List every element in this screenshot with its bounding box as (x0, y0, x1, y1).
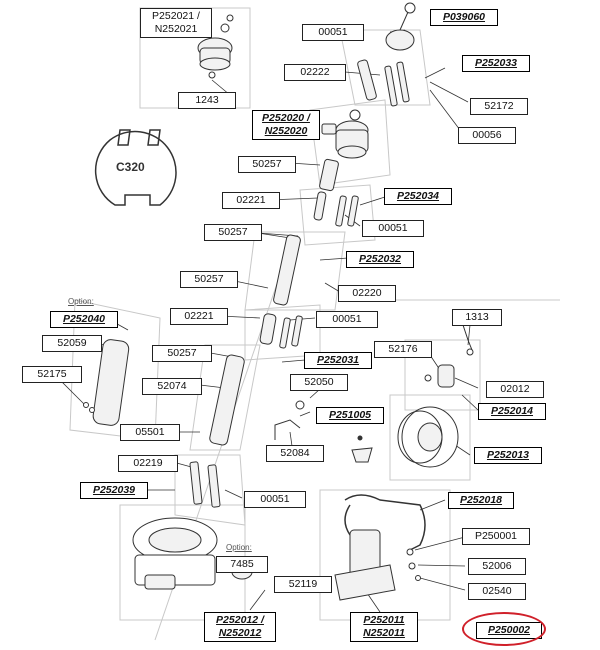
label-text: P252021 / (152, 10, 200, 22)
label-02220: 02220 (338, 285, 396, 302)
label-1243: 1243 (178, 92, 236, 109)
c320-label: C320 (116, 160, 145, 174)
label-p252033: P252033 (462, 55, 530, 72)
label-p252021: P252021 / N252021 (140, 8, 212, 38)
label-text: N252020 (264, 125, 308, 137)
frame-gearbox (309, 99, 391, 186)
label-00051-b: 00051 (362, 220, 424, 237)
label-p252014: P252014 (478, 403, 546, 420)
label-p252031: P252031 (304, 352, 372, 369)
label-p252032: P252032 (346, 251, 414, 268)
label-text: P252011 (363, 614, 405, 626)
part-50257-shaft-long (273, 234, 301, 306)
frame-base-right (319, 489, 451, 621)
label-52176: 52176 (374, 341, 432, 358)
part-drawings (83, 2, 474, 601)
label-52084: 52084 (266, 445, 324, 462)
label-1313: 1313 (452, 309, 502, 326)
label-p252034: P252034 (384, 188, 452, 205)
label-02219: 02219 (118, 455, 178, 472)
label-text: P252012 / (216, 614, 264, 626)
label-02012: 02012 (486, 381, 544, 398)
label-02221-a: 02221 (222, 192, 280, 209)
label-02222: 02222 (284, 64, 346, 81)
label-p251005: P251005 (316, 407, 384, 424)
option-label-bottom: Option: (226, 543, 252, 552)
label-text: N252012 (218, 627, 262, 639)
c320-cap-outline (94, 129, 177, 206)
label-52172: 52172 (470, 98, 528, 115)
label-p252013: P252013 (474, 447, 542, 464)
label-text: P252020 / (262, 112, 310, 124)
frame-handle (189, 344, 261, 451)
label-p250001: P250001 (462, 528, 530, 545)
label-p039060: P039060 (430, 9, 498, 26)
label-text: N252021 (154, 23, 198, 35)
label-p252018: P252018 (448, 492, 514, 509)
part-52059-option-tube (92, 339, 130, 426)
label-text: N252011 (363, 627, 405, 639)
label-50257-b: 50257 (204, 224, 262, 241)
option-label-top: Option: (68, 297, 94, 306)
label-00051-d: 00051 (244, 491, 306, 508)
label-p252011: P252011 N252011 (350, 612, 418, 642)
part-p039060-handle (385, 29, 415, 51)
label-02221-b: 02221 (170, 308, 228, 325)
label-52050: 52050 (290, 374, 348, 391)
label-02540: 02540 (468, 583, 526, 600)
frame-spool (389, 394, 471, 481)
part-p252018-frame (344, 494, 426, 551)
label-00051-c: 00051 (316, 311, 378, 328)
label-05501: 05501 (120, 424, 180, 441)
frame-top-shaft (339, 29, 431, 106)
label-52074: 52074 (142, 378, 202, 395)
frame-top-left (139, 7, 251, 109)
label-52006: 52006 (468, 558, 526, 575)
label-52059: 52059 (42, 335, 102, 352)
label-52119: 52119 (274, 576, 332, 593)
label-p252039: P252039 (80, 482, 148, 499)
highlight-ring (462, 612, 546, 646)
label-p252020: P252020 / N252020 (252, 110, 320, 140)
label-50257-c: 50257 (180, 271, 238, 288)
label-00051-top: 00051 (302, 24, 364, 41)
label-p252012: P252012 / N252012 (204, 612, 276, 642)
part-52074-handle-shaft (209, 354, 245, 446)
frame-shaft-mid (299, 184, 376, 246)
label-50257-a: 50257 (238, 156, 296, 173)
label-50257-d: 50257 (152, 345, 212, 362)
label-p252040: P252040 (50, 311, 118, 328)
label-00056: 00056 (458, 127, 516, 144)
label-7485: 7485 (216, 556, 268, 573)
label-52175: 52175 (22, 366, 82, 383)
